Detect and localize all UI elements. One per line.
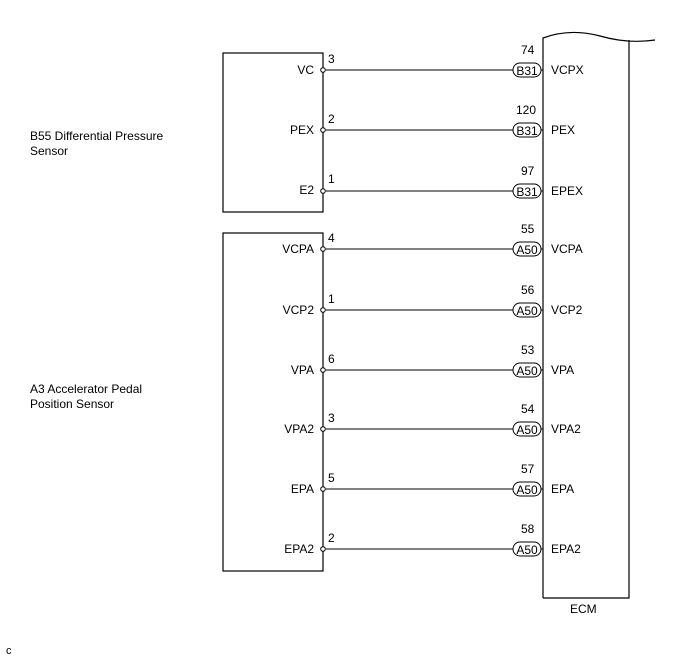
ecm-signal-vpa2: VPA2 <box>551 422 581 436</box>
pin-terminal-circle <box>320 367 326 373</box>
ecm-signal-vpa: VPA <box>551 363 575 377</box>
ecm-connector-a50-54: A50 <box>516 423 538 437</box>
ecm-connector-a50-56: A50 <box>516 304 538 318</box>
ecm-pin-58: 58 <box>521 522 535 536</box>
b55-signal-e2: E2 <box>299 183 314 197</box>
b55-signal-pex: PEX <box>289 123 314 137</box>
ecm-signal-epa: EPA <box>551 482 575 496</box>
a3-pin-5: 5 <box>328 471 335 485</box>
ecm-pin-53: 53 <box>521 343 535 357</box>
pin-terminal-circle <box>320 188 326 194</box>
pin-terminal-circle <box>320 246 326 252</box>
pin-terminal-circle <box>320 127 326 133</box>
ecm-box <box>542 31 656 599</box>
wire-group <box>320 62 543 557</box>
a3-signal-vcpa: VCPA <box>282 242 314 256</box>
a3-signal-epa: EPA <box>290 482 314 496</box>
pin-terminal-circle <box>320 307 326 313</box>
ecm-signal-vcpx: VCPX <box>551 63 584 77</box>
ecm-pin-55: 55 <box>521 222 535 236</box>
a3-sensor-box <box>222 232 324 572</box>
ecm-pin-74: 74 <box>521 43 535 57</box>
ecm-connector-a50-53: A50 <box>516 364 538 378</box>
ecm-pin-57: 57 <box>521 462 535 476</box>
ecm-connector-a50-55: A50 <box>516 243 538 257</box>
b55-pin-3: 3 <box>328 52 335 66</box>
ecm-pin-120: 120 <box>516 103 537 117</box>
b55-signal-vc: VC <box>297 63 314 77</box>
a3-pin-2: 2 <box>328 531 335 545</box>
b55-pin-1: 1 <box>328 172 335 186</box>
ecm-signal-pex: PEX <box>551 123 576 137</box>
ecm-signal-epa2: EPA2 <box>551 542 581 556</box>
a3-pin-3: 3 <box>328 411 335 425</box>
pin-terminal-circle <box>320 67 326 73</box>
ecm-label: ECM <box>570 602 597 616</box>
ecm-signal-vcp2: VCP2 <box>551 303 583 317</box>
a3-pin-1: 1 <box>328 292 335 306</box>
pin-terminal-circle <box>320 486 326 492</box>
a3-pin-4: 4 <box>328 231 335 245</box>
pin-terminal-circle <box>320 546 326 552</box>
a3-signal-vpa2: VPA2 <box>284 422 314 436</box>
corner-mark: c <box>6 645 12 657</box>
ecm-pin-54: 54 <box>521 402 535 416</box>
ecm-signal-vcpa: VCPA <box>551 242 583 256</box>
a3-signal-vcp2: VCP2 <box>282 303 314 317</box>
ecm-connector-a50-58: A50 <box>516 543 538 557</box>
ecm-connector-b31-120: B31 <box>516 124 538 138</box>
a3-signal-epa2: EPA2 <box>284 542 314 556</box>
ecm-connector-b31-97: B31 <box>516 185 538 199</box>
ecm-pin-56: 56 <box>521 283 535 297</box>
ecm-connector-a50-57: A50 <box>516 483 538 497</box>
b55-pin-2: 2 <box>328 112 335 126</box>
a3-pin-6: 6 <box>328 352 335 366</box>
pin-terminal-circle <box>320 426 326 432</box>
a3-signal-vpa: VPA <box>290 363 314 377</box>
ecm-pin-97: 97 <box>521 164 535 178</box>
ecm-signal-epex: EPEX <box>551 184 584 198</box>
ecm-connector-b31-74: B31 <box>516 64 538 78</box>
